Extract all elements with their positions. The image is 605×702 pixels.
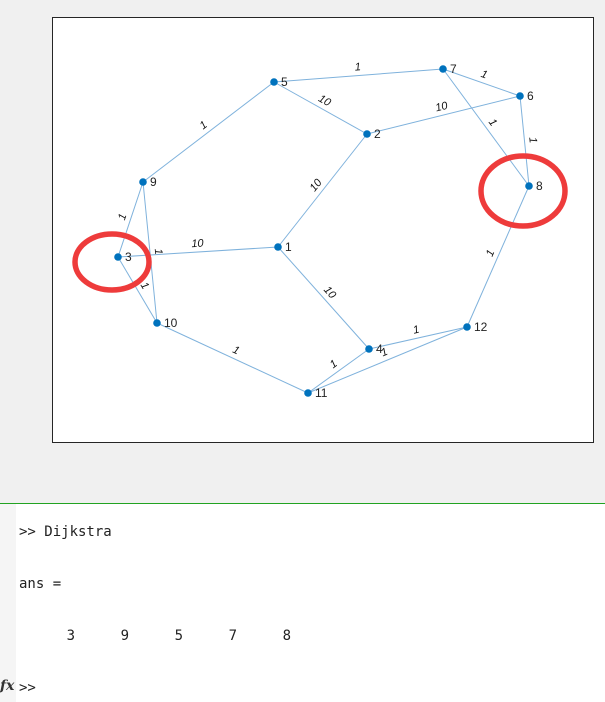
graph-node <box>525 182 533 190</box>
edge-weight-label: 1 <box>152 248 165 255</box>
graph-edge <box>307 348 370 394</box>
node-label: 5 <box>281 75 288 89</box>
graph-edge <box>368 326 468 350</box>
graph-edge <box>466 185 530 328</box>
edge-weight-label: 1 <box>354 61 361 73</box>
node-label: 4 <box>376 342 383 356</box>
edge-weight-label: 10 <box>308 176 326 194</box>
ans-label: ans = <box>19 576 62 592</box>
graph-edge <box>277 246 370 350</box>
highlight-circle <box>478 153 568 229</box>
graph-node <box>114 253 122 261</box>
result-value: 7 <box>228 628 237 644</box>
graph-edge <box>142 181 158 324</box>
edge-weight-label: 10 <box>434 100 450 115</box>
graph-node <box>463 323 471 331</box>
result-value: 9 <box>120 628 129 644</box>
command-line: >> Dijkstra <box>19 524 112 540</box>
node-label: 1 <box>285 240 292 254</box>
graph-node <box>365 345 373 353</box>
node-label: 11 <box>315 386 328 400</box>
edge-weight-label: 1 <box>138 280 151 291</box>
graph-edge <box>519 95 530 187</box>
graph-node <box>270 78 278 86</box>
graph-edge <box>442 68 521 97</box>
node-label: 7 <box>450 62 457 76</box>
highlight-circle <box>72 231 152 293</box>
edge-weight-label: 1 <box>116 212 129 222</box>
panel-divider <box>0 503 605 504</box>
command-window-gutter <box>0 504 16 702</box>
edge-weight-label: 1 <box>479 68 489 81</box>
graph-node <box>439 65 447 73</box>
node-label: 9 <box>150 175 157 189</box>
graph-node <box>363 130 371 138</box>
edge-weight-label: 1 <box>231 344 242 357</box>
fx-icon[interactable]: fx <box>0 678 15 694</box>
graph-edge <box>277 133 368 248</box>
node-label: 8 <box>536 179 543 193</box>
command-prompt[interactable]: >> <box>19 680 36 696</box>
node-label: 3 <box>125 250 132 264</box>
graph-edge <box>117 246 279 258</box>
graph-node <box>516 92 524 100</box>
result-value: 3 <box>66 628 75 644</box>
edge-weight-label: 1 <box>486 117 499 129</box>
graph-node <box>274 243 282 251</box>
result-value: 8 <box>282 628 291 644</box>
graph-edge <box>142 81 275 183</box>
graph-edge <box>366 95 521 135</box>
edge-weight-label: 10 <box>321 284 339 302</box>
node-label: 10 <box>164 316 178 330</box>
edge-weight-label: 1 <box>328 358 340 371</box>
result-row: 3 9 5 7 8 <box>0 628 605 648</box>
graph-node <box>304 389 312 397</box>
node-label: 2 <box>374 127 381 141</box>
graph-node <box>139 178 147 186</box>
node-label: 12 <box>474 320 488 334</box>
edge-weight-label: 1 <box>412 324 421 337</box>
graph-edge <box>307 326 468 394</box>
command-window[interactable]: >> Dijkstra ans = 3 9 5 7 8 fx >> <box>0 504 605 702</box>
graph-edge <box>117 181 144 258</box>
edge-weight-label: 10 <box>191 237 205 250</box>
graph-edge <box>156 322 309 394</box>
graph-edge <box>273 68 444 83</box>
graph-edge <box>442 68 530 187</box>
plot-axes <box>52 17 594 443</box>
graph-edge <box>273 81 368 135</box>
edge-weight-label: 1 <box>198 119 210 132</box>
edge-weight-label: 1 <box>526 137 539 144</box>
edge-weight-label: 1 <box>484 248 497 258</box>
graph-edge <box>117 256 158 324</box>
node-label: 6 <box>527 89 534 103</box>
result-value: 5 <box>174 628 183 644</box>
graph-node <box>153 319 161 327</box>
edge-weight-label: 1 <box>379 346 389 359</box>
